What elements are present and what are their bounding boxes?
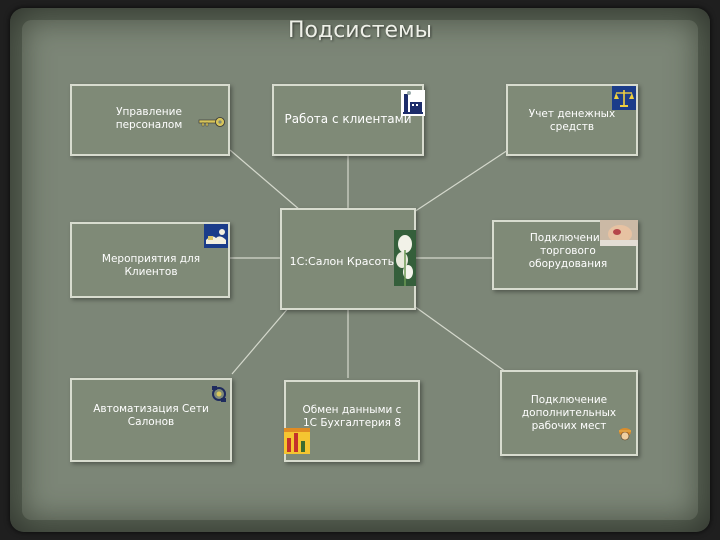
connector-personnel xyxy=(229,149,301,211)
node-exchange-label: Обмен данными с 1С Бухгалтерия 8 xyxy=(302,404,402,429)
connector-workplaces xyxy=(413,305,507,373)
factory-icon xyxy=(401,90,425,116)
chart-icon xyxy=(284,428,310,454)
node-workplaces-label: Подключение дополнительных рабочих мест xyxy=(521,394,617,432)
cash-register-icon xyxy=(600,220,638,246)
node-events xyxy=(70,222,230,298)
node-workplaces xyxy=(500,370,638,456)
handshake-icon xyxy=(204,224,228,248)
worker-icon xyxy=(616,426,634,442)
slide-title: Подсистемы xyxy=(287,18,433,43)
key-icon xyxy=(198,114,226,128)
node-center xyxy=(280,208,416,310)
node-exchange xyxy=(284,380,420,462)
node-trade-equipment-label: Подключение торгового оборудования xyxy=(528,232,608,270)
node-clients xyxy=(272,84,424,156)
flower-icon xyxy=(394,230,416,286)
node-money-label: Учет денежных средств xyxy=(528,108,616,133)
connector-money xyxy=(413,149,509,213)
network-icon xyxy=(210,384,228,404)
node-events-label: Мероприятия для Клиентов xyxy=(101,253,201,278)
node-personnel-label: Управление персоналом xyxy=(115,106,183,131)
connector-automation xyxy=(231,305,291,375)
node-automation-label: Автоматизация Сети Салонов xyxy=(93,403,209,428)
scales-icon xyxy=(612,86,636,110)
node-clients-label: Работа с клиентами xyxy=(284,112,412,126)
node-automation xyxy=(70,378,232,462)
node-money xyxy=(506,84,638,156)
node-center-label: 1С:Салон Красоты xyxy=(289,255,397,268)
